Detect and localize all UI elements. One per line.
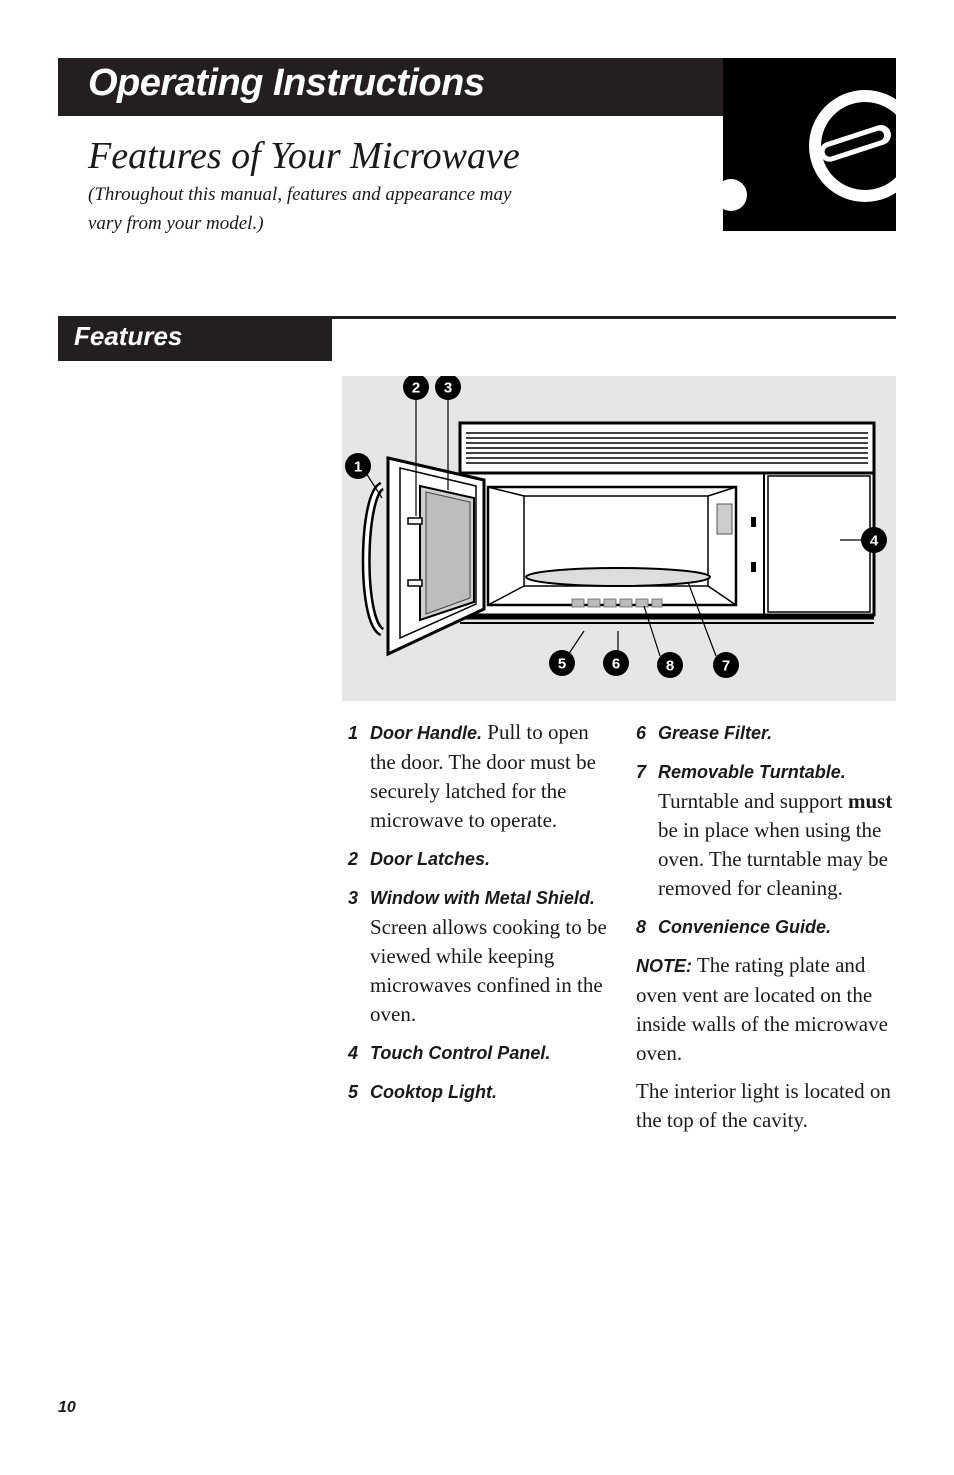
callout-8: 8 (657, 652, 683, 678)
svg-text:7: 7 (722, 658, 730, 675)
callout-3: 3 (435, 376, 461, 400)
callout-5: 5 (549, 650, 575, 676)
page-heading: Features of Your Microwave (88, 135, 520, 177)
header-bar: Operating Instructions (58, 58, 724, 116)
svg-text:5: 5 (558, 656, 566, 673)
svg-text:8: 8 (666, 658, 674, 675)
page-subheading: (Throughout this manual, features and ap… (88, 184, 512, 234)
interior-light-paragraph: The interior light is located on the top… (636, 1079, 891, 1132)
svg-text:3: 3 (444, 380, 452, 397)
callout-6: 6 (603, 650, 629, 676)
svg-text:1: 1 (354, 459, 362, 476)
page-number: 10 (58, 1399, 76, 1416)
section-rule (331, 316, 896, 319)
section-bar: Features (58, 316, 332, 361)
callout-2: 2 (403, 376, 429, 400)
svg-text:6: 6 (612, 656, 620, 673)
microwave-diagram: 1 2 3 4 5 6 8 7 (342, 376, 896, 701)
svg-text:2: 2 (412, 380, 420, 397)
header-title: Operating Instructions (88, 62, 485, 104)
note-paragraph: NOTE: The rating plate and oven vent are… (636, 953, 888, 1065)
microwave-dial-icon (723, 58, 896, 231)
callout-7: 7 (713, 652, 739, 678)
svg-text:4: 4 (870, 533, 879, 550)
callout-4: 4 (861, 527, 887, 553)
section-title: Features (74, 321, 183, 351)
callout-1: 1 (345, 453, 371, 479)
